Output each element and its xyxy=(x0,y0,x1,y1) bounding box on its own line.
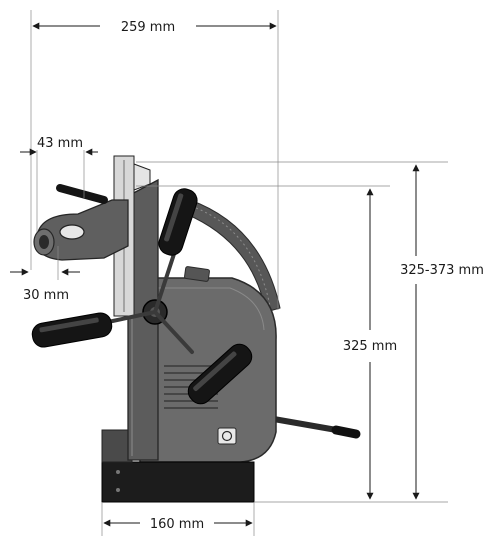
capstan-handle-lower xyxy=(187,343,253,405)
magnetic-base xyxy=(101,429,255,503)
capstan-handle-left xyxy=(31,312,113,348)
dimension-arm-diameter: 30 mm xyxy=(23,288,69,303)
dimension-overall-width: 259 mm xyxy=(121,20,175,35)
drill-column xyxy=(127,178,159,461)
capstan-handle-upper xyxy=(158,188,198,256)
guide-arm xyxy=(33,199,129,261)
dimension-base-width: 160 mm xyxy=(150,517,204,532)
dimension-arm-offset: 43 mm xyxy=(37,136,83,151)
dimension-height-range: 325-373 mm xyxy=(400,263,484,278)
dimension-lines: 259 mm 43 mm 30 mm 160 mm 325 mm 325-373… xyxy=(10,10,484,536)
drill-illustration xyxy=(31,155,361,503)
guide-arm-handle xyxy=(56,184,108,204)
brand-logo xyxy=(217,427,237,445)
feed-arc-guard xyxy=(185,199,281,313)
power-cable xyxy=(263,408,361,439)
motor-switch xyxy=(184,266,210,282)
dimension-min-height: 325 mm xyxy=(343,339,397,354)
